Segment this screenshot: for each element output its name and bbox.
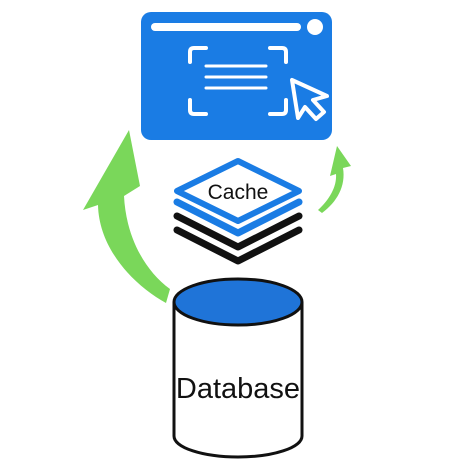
stacked-layers-icon xyxy=(173,158,303,265)
database-label: Database xyxy=(176,373,300,405)
mouse-cursor-icon xyxy=(290,78,329,121)
database-cylinder-icon xyxy=(172,277,304,459)
cache-label: Cache xyxy=(208,181,269,204)
curved-arrow-up-small-icon xyxy=(318,146,351,213)
curved-arrow-up-icon xyxy=(83,130,170,303)
scan-frame-icon xyxy=(188,46,288,116)
